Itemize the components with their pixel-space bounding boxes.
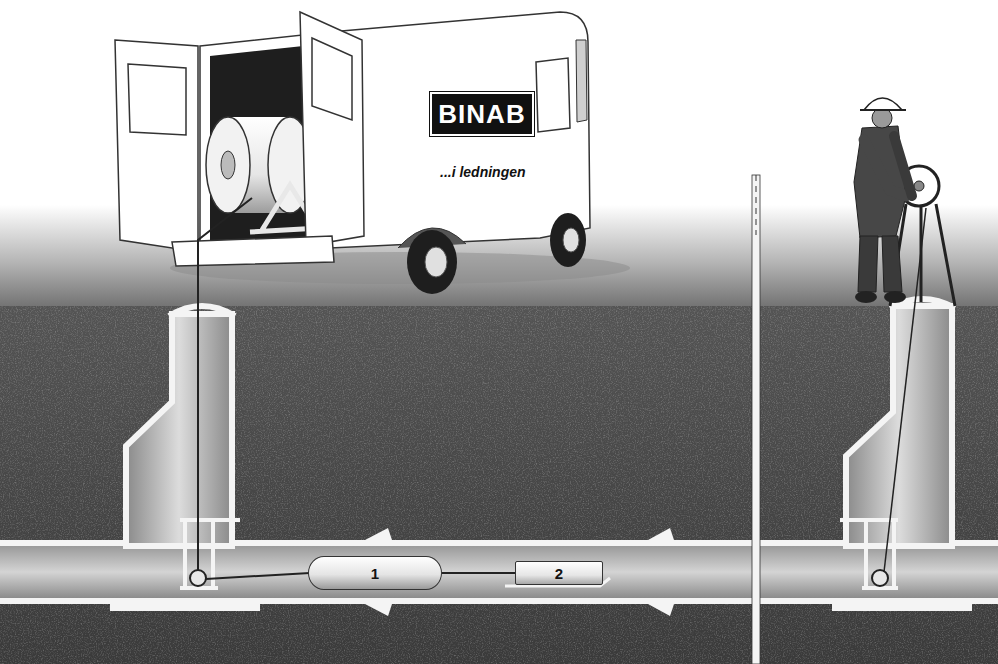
service-van [115,12,630,294]
cable [198,198,252,570]
wheel-hub [425,247,447,277]
worker-boot [855,291,877,303]
cable [206,573,310,579]
winch-hub [914,181,924,191]
drum-hub [221,151,235,179]
company-logo: BINAB [430,92,534,136]
van-door [300,12,364,246]
hard-hat [864,98,902,110]
cable-drum [206,117,250,213]
van-door [115,40,198,252]
van-windshield [576,40,587,122]
manhole-shaft [846,306,952,546]
pole-marking [756,175,757,235]
door-window [128,64,186,135]
manhole-base [110,604,260,611]
sewer-pipe [0,546,998,598]
pulley-wheel [190,570,206,586]
soil-texture [0,306,998,664]
pipe-joint [648,528,674,616]
cylinder-tool: 1 [308,556,442,590]
pulley-wheel [872,570,888,586]
pipe-wall [0,598,998,604]
manhole-shaft [126,314,232,546]
van-bumper [172,236,334,266]
van-wheel [407,230,457,294]
worker-arm [894,136,912,196]
door-window [312,38,352,120]
soil [0,306,998,664]
worker-boot [884,291,906,303]
sled-box: 2 [515,561,603,585]
callout-number: 2 [555,566,563,581]
wheel-hub [563,228,579,252]
measuring-pole [752,175,760,664]
slogan: ...i ledningen [440,164,550,184]
tow-cable [442,572,515,574]
worker-legs [858,236,902,292]
manhole-base [832,604,972,611]
callout-number: 1 [371,566,379,581]
worker [854,98,955,306]
van-side [330,12,590,248]
van-window [536,58,570,132]
hard-hat-brim [860,109,906,111]
manhole-rim [169,306,235,316]
van-wheel [550,213,586,267]
